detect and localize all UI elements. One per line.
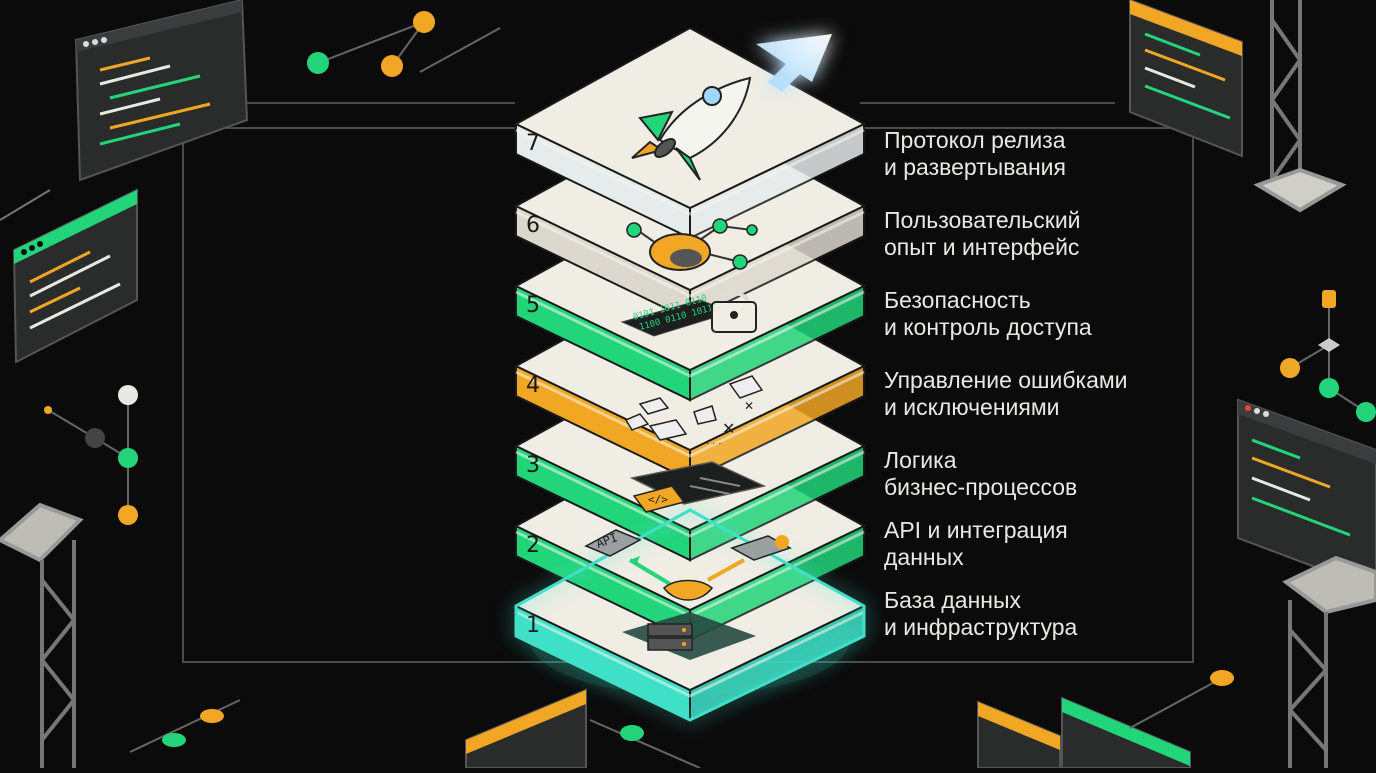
node-graph-bottom-right [1129, 670, 1234, 729]
slab-edge [515, 290, 865, 378]
layer-5-line1: Безопасность [884, 287, 1031, 313]
truss-tower-top-right [1253, 0, 1347, 213]
truss-tower-left [0, 502, 84, 768]
layer-4-line2: и исключениями [884, 394, 1060, 420]
layer-1-line2: и инфраструктура [884, 614, 1078, 640]
code-window-left [12, 188, 138, 364]
slab-edge [515, 450, 865, 538]
code-window-bottom-left [465, 688, 587, 769]
layer-number-4: 4 [526, 373, 540, 398]
layer-4-line1: Управление ошибками [884, 367, 1128, 393]
layer-3-line2: бизнес-процессов [884, 474, 1078, 500]
api-handshake-icon: API [584, 529, 792, 601]
node-graph-bottom-center [589, 719, 701, 769]
svg-text:· · ·: · · · [706, 438, 722, 449]
layer-label-2: API и интеграция данных [884, 517, 1068, 571]
layer-number-5: 5 [526, 293, 540, 318]
code-window-bottom-right [977, 696, 1191, 769]
base-slab-glow-outline [514, 508, 866, 722]
network-nodes-icon [626, 218, 758, 271]
layer-number-2: 2 [526, 533, 540, 558]
layer-7-line2: и развертывания [884, 154, 1066, 180]
layer-label-3: Логика бизнес-процессов [884, 447, 1077, 501]
rocket-icon [631, 76, 752, 181]
layer-1-line1: База данных [884, 587, 1022, 613]
layer-number-6: 6 [526, 213, 540, 238]
node-graph-bottom-left [129, 699, 241, 753]
layer-number-7: 7 [526, 131, 540, 156]
layer-3-line1: Логика [884, 447, 957, 473]
layer-label-1: База данных и инфраструктура [884, 587, 1077, 641]
code-window-top-left [74, 0, 249, 182]
slab-edge [515, 370, 865, 458]
slab-edge [515, 128, 865, 216]
layer-6-line2: опыт и интерфейс [884, 234, 1080, 260]
layer-7-line1: Протокол релиза [884, 127, 1066, 153]
decor-line [0, 189, 51, 221]
layer-label-7: Протокол релиза и развертывания [884, 127, 1066, 181]
layer-2-line1: API и интеграция [884, 517, 1068, 543]
code-tag: </> [648, 493, 668, 506]
code-terminal-icon: </> [629, 461, 767, 513]
api-tag: API [594, 530, 619, 551]
node-graph-right [1280, 290, 1376, 422]
server-icon [622, 612, 756, 660]
layer-label-4: Управление ошибками и исключениями [884, 367, 1128, 421]
truss-tower-right [1282, 555, 1376, 768]
layer-2-line2: данных [884, 544, 964, 570]
code-window-right [1237, 398, 1376, 592]
slab-edge [515, 610, 865, 698]
layer-6-line1: Пользовательский [884, 207, 1081, 233]
layer-number-1: 1 [526, 613, 540, 638]
layer-label-6: Пользовательский опыт и интерфейс [884, 207, 1081, 261]
layer-5-line2: и контроль доступа [884, 314, 1092, 340]
layer-number-3: 3 [526, 453, 540, 478]
code-window-top-right [1129, 0, 1243, 158]
svg-text:✕: ✕ [744, 399, 754, 413]
layer-label-5: Безопасность и контроль доступа [884, 287, 1092, 341]
node-graph-left [44, 385, 138, 525]
node-graph-top [307, 11, 501, 77]
slab-edge [515, 210, 865, 298]
broken-pieces-icon: ✕ ✕ · · · [624, 375, 764, 449]
upward-arrow-icon [756, 34, 832, 92]
svg-text:✕: ✕ [722, 421, 735, 438]
